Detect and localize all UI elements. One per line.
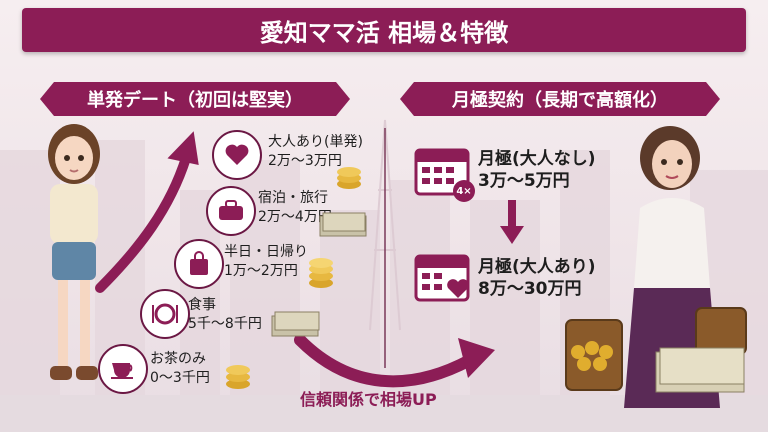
suitcase-icon bbox=[206, 186, 256, 236]
coin-stack-icon bbox=[226, 365, 250, 389]
upward-arrow-icon bbox=[95, 131, 199, 293]
banknote-stack-icon bbox=[319, 212, 367, 237]
item-price: 8万〜30万円 bbox=[478, 279, 582, 299]
price-item-overnight: 宿泊・旅行 2万〜4万円 bbox=[258, 189, 332, 227]
price-item-adult-single: 大人あり(単発) 2万〜3万円 bbox=[268, 133, 363, 171]
item-price: 5千〜8千円 bbox=[188, 316, 262, 332]
item-label: 大人あり(単発) bbox=[268, 134, 363, 150]
repeat-badge: 4× bbox=[453, 180, 475, 202]
banknote-stack-icon bbox=[271, 311, 320, 337]
price-item-tea: お茶のみ 0〜3千円 bbox=[150, 350, 210, 388]
coin-stack-icon bbox=[309, 258, 333, 288]
price-item-monthly-no-adult: 月極(大人なし) 3万〜5万円 bbox=[478, 148, 596, 192]
price-item-monthly-with-adult: 月極(大人あり) 8万〜30万円 bbox=[478, 256, 596, 300]
trust-arrow-icon bbox=[294, 334, 495, 388]
item-label: 半日・日帰り bbox=[224, 244, 308, 260]
plate-cutlery-icon bbox=[140, 289, 190, 339]
heart-icon bbox=[212, 130, 262, 180]
page-title: 愛知ママ活 相場＆特徴 bbox=[22, 8, 746, 52]
item-label: 月極(大人あり) bbox=[478, 257, 596, 277]
item-price: 1万〜2万円 bbox=[224, 263, 298, 279]
item-label: 月極(大人なし) bbox=[478, 149, 596, 169]
price-item-half-day: 半日・日帰り 1万〜2万円 bbox=[224, 243, 308, 281]
trust-caption: 信頼関係で相場UP bbox=[300, 390, 437, 409]
price-item-meal: 食事 5千〜8千円 bbox=[188, 296, 262, 334]
coin-stack-icon bbox=[337, 167, 361, 189]
item-label: 食事 bbox=[188, 297, 216, 313]
section-divider bbox=[384, 128, 386, 368]
treasure-chest-icon bbox=[565, 307, 747, 393]
section-ribbon-single-date: 単発デート（初回は堅実） bbox=[40, 82, 350, 116]
item-price: 2万〜4万円 bbox=[258, 209, 332, 225]
item-label: お茶のみ bbox=[150, 351, 206, 367]
shopping-bag-icon bbox=[174, 239, 224, 289]
down-arrow-icon bbox=[500, 200, 524, 244]
teacup-icon bbox=[98, 344, 148, 394]
young-woman-illustration bbox=[48, 124, 100, 380]
item-price: 2万〜3万円 bbox=[268, 153, 342, 169]
section-ribbon-monthly-contract: 月極契約（長期で高額化） bbox=[400, 82, 720, 116]
item-price: 3万〜5万円 bbox=[478, 171, 570, 191]
item-label: 宿泊・旅行 bbox=[258, 190, 328, 206]
calendar-heart-icon bbox=[414, 254, 470, 302]
item-price: 0〜3千円 bbox=[150, 370, 210, 386]
